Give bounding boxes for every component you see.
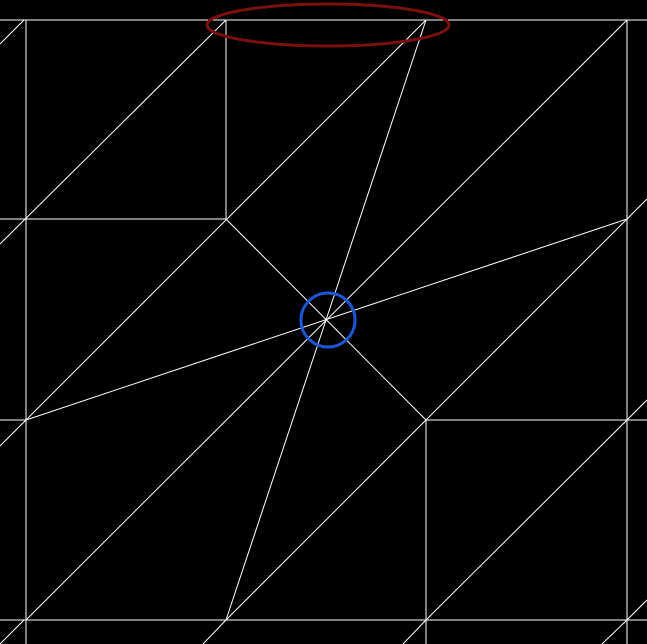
mesh-edge-10	[0, 19, 227, 245]
mesh-edge-17	[202, 619, 227, 644]
mesh-edge-15	[0, 419, 27, 447]
mesh-edge-16	[0, 619, 25, 644]
mesh-edge-22	[626, 599, 647, 621]
mesh-edge-21	[626, 399, 647, 421]
mesh-edge-20	[626, 198, 647, 220]
mesh-edge-25	[25, 218, 628, 421]
mesh-edge-11	[25, 19, 427, 421]
mesh-edge-19	[601, 619, 628, 644]
mesh-edge-13	[225, 218, 628, 621]
mesh-edge-9	[0, 19, 25, 45]
center-vertex-marker[interactable]	[299, 291, 357, 349]
triangle-mesh	[0, 19, 647, 644]
mesh-edge-18	[402, 619, 427, 644]
top-edge-highlight[interactable]	[205, 2, 451, 48]
mesh-edge-14	[425, 419, 628, 621]
